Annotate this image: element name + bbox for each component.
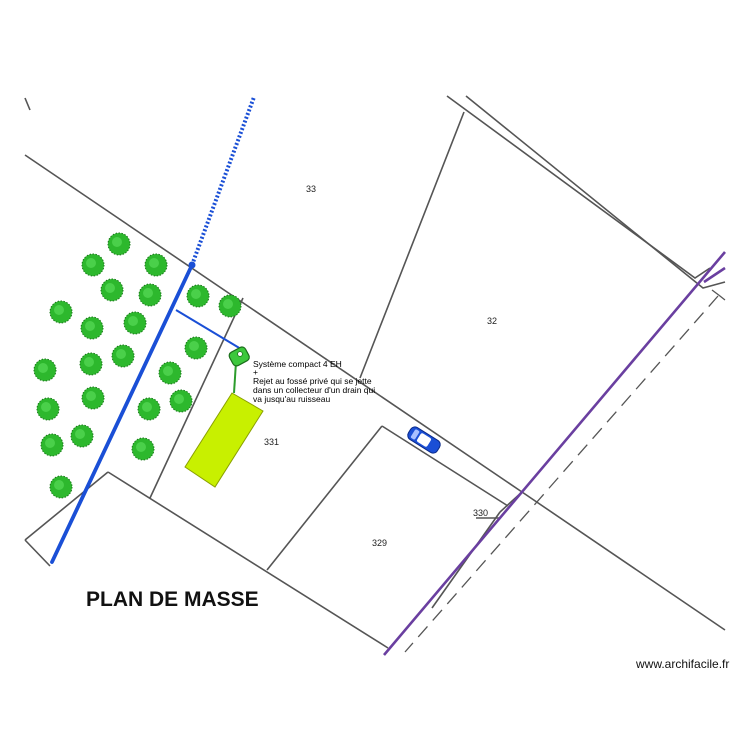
watermark: www.archifacile.fr xyxy=(636,657,730,671)
tree-highlight xyxy=(189,341,199,351)
tree-highlight xyxy=(38,363,48,373)
septic-tank-icon xyxy=(228,346,250,394)
car-icon xyxy=(407,426,441,454)
parcel-label-330: 330 xyxy=(473,508,488,518)
tree-highlight xyxy=(143,288,153,298)
property-line-stub xyxy=(703,266,726,284)
boundary-hedge xyxy=(149,297,244,499)
tree-highlight xyxy=(116,349,126,359)
tree-highlight xyxy=(105,283,115,293)
property-line-outer xyxy=(383,251,726,656)
annotation-line-3: Rejet au fossé privé qui se jette xyxy=(253,376,372,386)
parcel-boundaries xyxy=(24,95,726,649)
tree-highlight xyxy=(54,480,64,490)
annotation-line-4: dans un collecteur d'un drain qui xyxy=(253,385,375,395)
tree-highlight xyxy=(75,429,85,439)
drain-junction xyxy=(188,261,196,269)
tree-highlight xyxy=(86,258,96,268)
parcel-label-32: 32 xyxy=(487,316,497,326)
boundary-329-west xyxy=(266,425,383,571)
parcel-label-33: 33 xyxy=(306,184,316,194)
trees-group xyxy=(33,232,242,499)
tree-highlight xyxy=(84,357,94,367)
tree-highlight xyxy=(149,258,159,268)
tree-highlight xyxy=(136,442,146,452)
tree-highlight xyxy=(112,237,122,247)
tree-highlight xyxy=(45,438,55,448)
boundary-32-north-inner xyxy=(465,95,726,289)
tree-highlight xyxy=(54,305,64,315)
tree-highlight xyxy=(128,316,138,326)
discharge-pipe xyxy=(175,309,247,353)
boundary-329-north xyxy=(381,425,509,507)
drain-ditch xyxy=(50,263,194,564)
tree-highlight xyxy=(85,321,95,331)
road-edge-north-east xyxy=(521,491,726,631)
tree-highlight xyxy=(174,394,184,404)
boundary-corner xyxy=(24,97,31,111)
tree-highlight xyxy=(191,289,201,299)
annotation-line-5: va jusqu'au ruisseau xyxy=(253,394,330,404)
drain-collector xyxy=(190,96,256,266)
annotation-line-2: + xyxy=(253,367,258,377)
tree-highlight xyxy=(86,391,96,401)
tree-highlight xyxy=(142,402,152,412)
road-curve xyxy=(711,289,726,301)
annotation-line-1: Système compact 4 EH xyxy=(253,359,342,369)
boundary-33-32 xyxy=(359,111,465,379)
boundary-southwest xyxy=(24,539,51,567)
tree-highlight xyxy=(223,299,233,309)
boundary-32-north xyxy=(446,95,711,279)
boundary-west xyxy=(24,471,109,541)
house-footprint xyxy=(184,392,264,488)
parcel-label-331: 331 xyxy=(264,437,279,447)
plan-title: PLAN DE MASSE xyxy=(86,588,259,611)
tree-highlight xyxy=(163,366,173,376)
road-centerline xyxy=(404,295,719,653)
road-edge-north xyxy=(24,154,523,493)
parcel-label-329: 329 xyxy=(372,538,387,548)
boundary-south xyxy=(107,471,389,649)
property-boundary xyxy=(383,251,726,656)
tree-highlight xyxy=(41,402,51,412)
